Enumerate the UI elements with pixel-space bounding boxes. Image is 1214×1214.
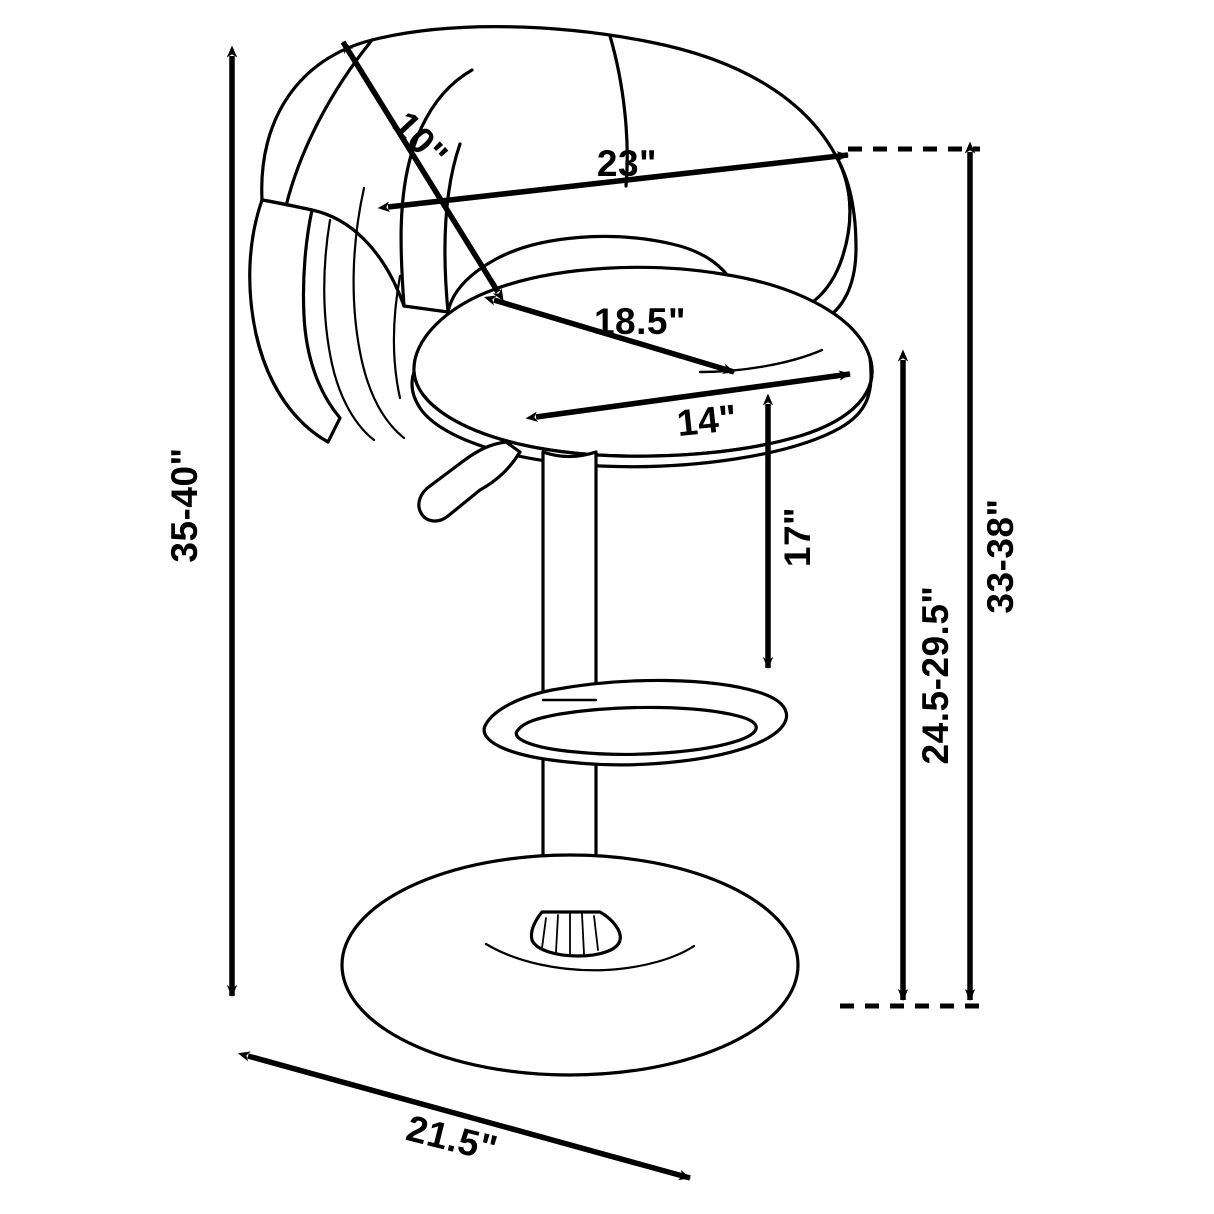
base-collar <box>529 910 622 958</box>
dimension-line-seat-width <box>525 370 851 422</box>
backrest-left-arm <box>248 198 342 444</box>
dimension-label-overall-height: 35-40" <box>164 447 205 563</box>
dimension-label-footring-to-seat: 17" <box>777 506 818 568</box>
dimension-label-seat-width: 14" <box>674 396 740 445</box>
gas-lift-lever[interactable] <box>417 440 522 523</box>
dimension-line-overall-width <box>377 151 849 212</box>
dimension-label-overall-width: 23" <box>596 143 658 184</box>
footring <box>482 678 788 767</box>
dimension-label-seat-depth: 18.5" <box>593 301 687 342</box>
dimension-label-back-height: 33-38" <box>980 498 1021 614</box>
dimension-line-base-diameter <box>237 1051 691 1181</box>
base <box>340 853 800 1077</box>
dimension-label-seat-height: 24.5-29.5" <box>915 585 956 765</box>
dimension-lines <box>226 40 976 1181</box>
column <box>541 450 598 914</box>
seat <box>410 265 874 469</box>
reference-extension-lines <box>840 146 980 1009</box>
dimension-line-seat-depth <box>483 295 735 375</box>
